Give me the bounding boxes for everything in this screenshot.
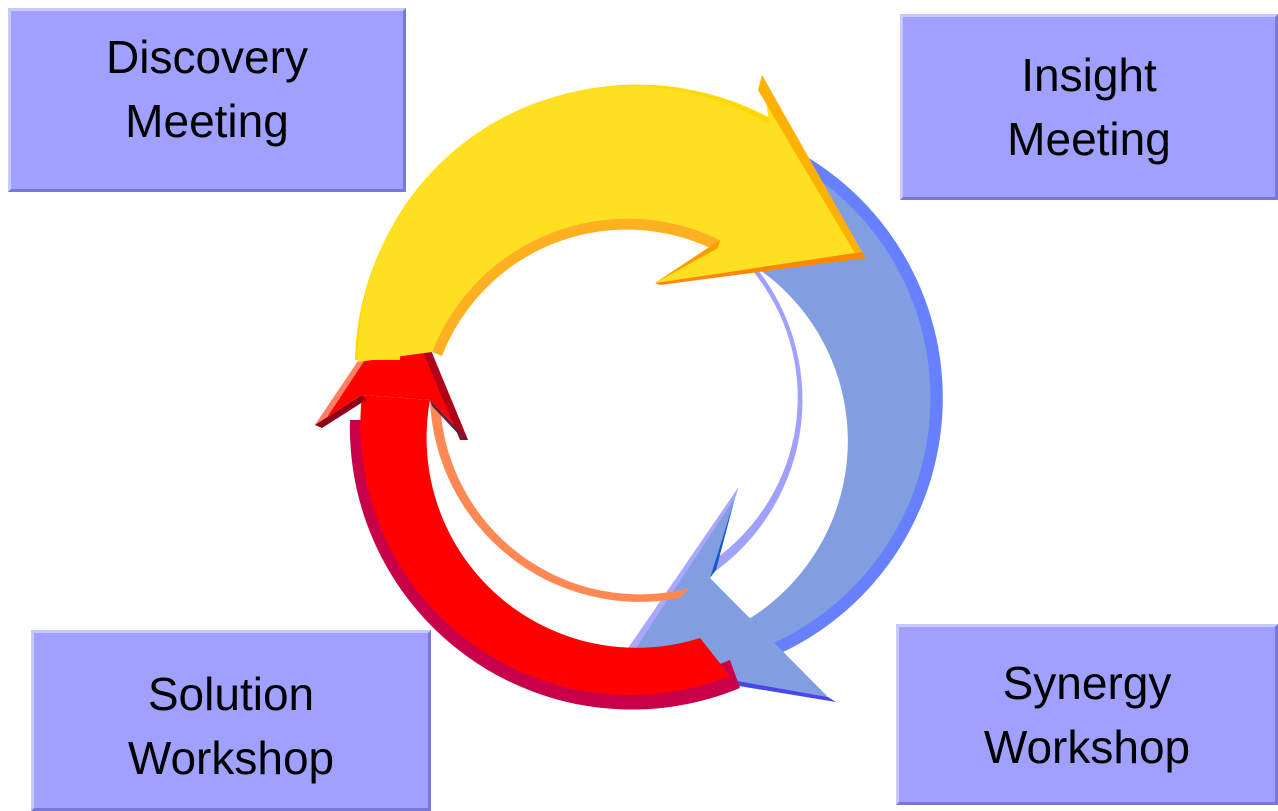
stage-box-solution: Solution Workshop [31, 630, 431, 811]
stage-label-line2: Meeting [125, 95, 289, 147]
stage-label-line1: Synergy [1002, 656, 1172, 709]
stage-label-line1: Insight [1021, 49, 1157, 101]
stage-label-line1: Solution [147, 667, 315, 720]
stage-box-discovery: Discovery Meeting [8, 8, 406, 192]
arrow-insight-to-synergy [620, 150, 943, 702]
stage-label-line2: Workshop [127, 731, 335, 784]
stage-label-line2: Meeting [1007, 113, 1171, 165]
stage-label-line1: Discovery [106, 31, 308, 83]
arrow-solution-to-insight [355, 75, 866, 362]
stage-box-synergy: Synergy Workshop [896, 624, 1278, 805]
stage-label-line2: Workshop [983, 720, 1191, 773]
stage-box-insight: Insight Meeting [900, 14, 1278, 200]
